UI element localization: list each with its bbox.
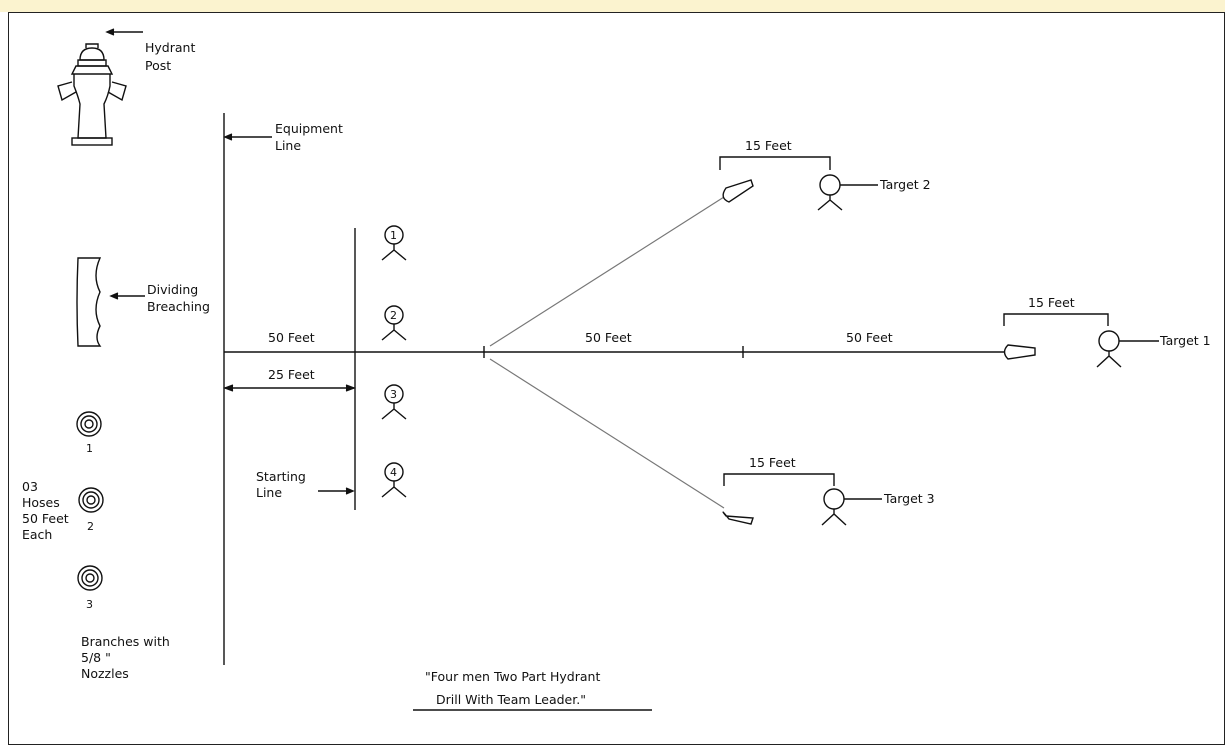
hydrant-pointer-head — [105, 28, 115, 36]
team-member-icon-4 — [381, 462, 407, 498]
dim-25-feet-arrow-right — [345, 384, 356, 392]
diagram-frame — [8, 12, 1225, 745]
equipment-line-label-2: Line — [275, 138, 301, 153]
hose-number-1: 1 — [86, 442, 93, 455]
equipment-line-pointer-head — [223, 133, 233, 141]
target-3-label: Target 3 — [883, 491, 935, 506]
drill-caption-line-2: Drill With Team Leader." — [436, 692, 586, 707]
branch-hose-upper — [489, 196, 725, 347]
equipment-line-label-1: Equipment — [275, 121, 343, 136]
branches-label-3: Nozzles — [81, 666, 129, 681]
nozzle-icon-target-2 — [722, 179, 754, 203]
bracket-15-feet-target-1 — [1003, 313, 1109, 326]
team-member-icon-2 — [381, 305, 407, 341]
team-member-number-4: 4 — [390, 466, 397, 479]
team-member-number-1: 1 — [390, 229, 397, 242]
hose-coil-icon-1 — [76, 411, 102, 437]
target-1-label: Target 1 — [1159, 333, 1211, 348]
bracket-15-feet-target-2 — [719, 156, 831, 170]
dim-50-feet-label-b: 50 Feet — [585, 330, 632, 345]
branches-label-1: Branches with — [81, 634, 170, 649]
target-figure-icon-2 — [817, 174, 843, 211]
starting-line-label-2: Line — [256, 485, 282, 500]
hose-coil-icon-3 — [77, 565, 103, 591]
team-member-icon-3 — [381, 384, 407, 420]
hoses-label-3: 50 Feet — [22, 511, 69, 526]
dividing-breaching-label-1: Dividing — [147, 282, 198, 297]
hydrant-post-label-1: Hydrant — [145, 40, 195, 55]
team-member-number-3: 3 — [390, 388, 397, 401]
hoses-label-4: Each — [22, 527, 52, 542]
hoses-label-2: Hoses — [22, 495, 60, 510]
nozzle-icon-target-3 — [722, 511, 754, 525]
bracket-15-feet-target-3 — [723, 473, 835, 486]
breaching-pointer-head — [109, 292, 119, 300]
nozzle-icon-target-1 — [1003, 344, 1036, 360]
top-banner-strip — [0, 0, 1225, 12]
hose-number-2: 2 — [87, 520, 94, 533]
target-3-distance-label: 15 Feet — [749, 455, 796, 470]
dim-25-feet-arrow-left — [223, 384, 234, 392]
hydrant-post-icon — [57, 43, 127, 146]
starting-line-pointer-head — [345, 487, 355, 495]
branches-label-2: 5/8 " — [81, 650, 111, 665]
hose-coil-icon-2 — [78, 487, 104, 513]
starting-line-label-1: Starting — [256, 469, 306, 484]
target-1-distance-label: 15 Feet — [1028, 295, 1075, 310]
team-member-number-2: 2 — [390, 309, 397, 322]
hydrant-post-label-2: Post — [145, 58, 171, 73]
hoses-label-1: 03 — [22, 479, 38, 494]
dim-25-feet-label: 25 Feet — [268, 367, 315, 382]
dim-50-feet-label-a: 50 Feet — [268, 330, 315, 345]
team-member-icon-1 — [381, 225, 407, 261]
hose-number-3: 3 — [86, 598, 93, 611]
dividing-breaching-icon — [76, 257, 102, 347]
dim-50-feet-label-c: 50 Feet — [846, 330, 893, 345]
drill-caption-line-1: "Four men Two Part Hydrant — [425, 669, 600, 684]
target-2-label: Target 2 — [879, 177, 931, 192]
target-figure-icon-1 — [1096, 330, 1122, 368]
target-2-distance-label: 15 Feet — [745, 138, 792, 153]
dividing-breaching-label-2: Breaching — [147, 299, 210, 314]
target-figure-icon-3 — [821, 488, 847, 526]
branch-hose-lower — [489, 358, 725, 509]
